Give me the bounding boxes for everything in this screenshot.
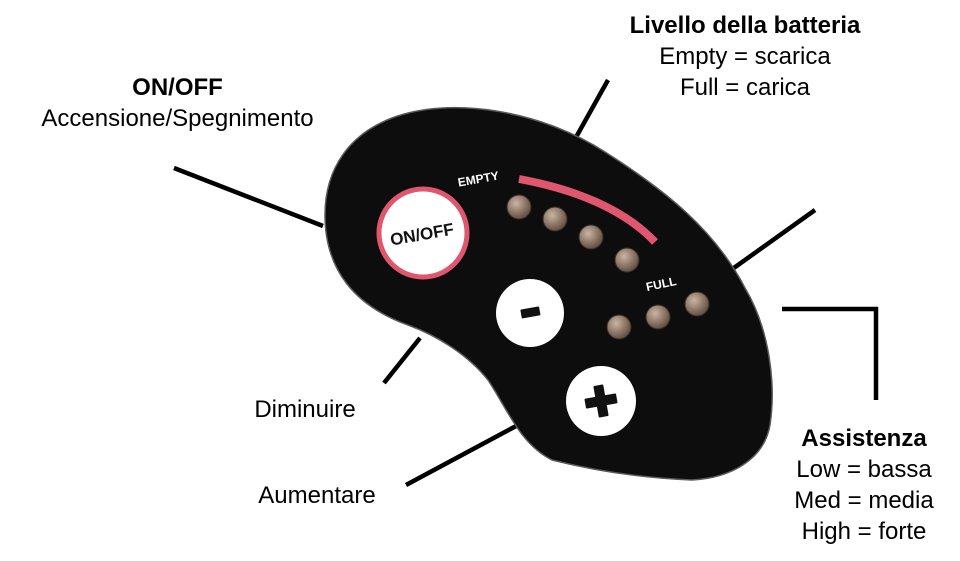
- minus-button[interactable]: [496, 279, 564, 347]
- onoff-leader-line: [173, 165, 324, 229]
- battery-callout-line-empty: Empty = scarica: [659, 43, 831, 70]
- battery-led-3: [578, 224, 604, 250]
- assist-callout-line-high: High = forte: [801, 518, 927, 545]
- plus-button[interactable]: [566, 366, 636, 436]
- increase-leader-line: [404, 423, 520, 487]
- full-label: FULL: [645, 274, 678, 294]
- battery-callout-line-full: Full = carica: [679, 74, 811, 101]
- assist-callout: Assistenza Low = bassa Med = media High …: [768, 423, 960, 547]
- plus-icon: [584, 384, 618, 418]
- decrease-leader-line: [382, 336, 422, 385]
- onoff-callout: ON/OFF Accensione/Spegnimento: [0, 72, 355, 134]
- decrease-callout-label: Diminuire: [254, 396, 356, 423]
- increase-callout: Aumentare: [222, 480, 412, 511]
- status-leader-line: [729, 208, 817, 272]
- assist-led-low: [606, 314, 632, 340]
- decrease-callout: Diminuire: [225, 394, 385, 425]
- battery-led-1: [506, 194, 532, 220]
- assist-led-high: [684, 291, 710, 317]
- battery-led-4: [614, 247, 640, 273]
- minus-icon: [520, 306, 541, 319]
- battery-led-2: [542, 206, 568, 232]
- onoff-callout-desc: Accensione/Spegnimento: [41, 105, 314, 132]
- battery-leds: [506, 194, 640, 273]
- assist-callout-title: Assistenza: [801, 425, 927, 452]
- increase-callout-label: Aumentare: [258, 482, 376, 509]
- battery-callout: Livello della batteria Empty = scarica F…: [580, 10, 910, 103]
- battery-callout-title: Livello della batteria: [629, 12, 861, 39]
- assist-leds: [606, 291, 710, 340]
- assist-callout-line-low: Low = bassa: [796, 456, 932, 483]
- assist-callout-line-med: Med = media: [794, 487, 934, 514]
- onoff-callout-title: ON/OFF: [132, 74, 223, 101]
- onoff-button[interactable]: ON/OFF: [376, 186, 470, 280]
- assist-led-med: [645, 304, 671, 330]
- battery-level-arc: [518, 175, 658, 245]
- assist-leader-line: [782, 306, 879, 400]
